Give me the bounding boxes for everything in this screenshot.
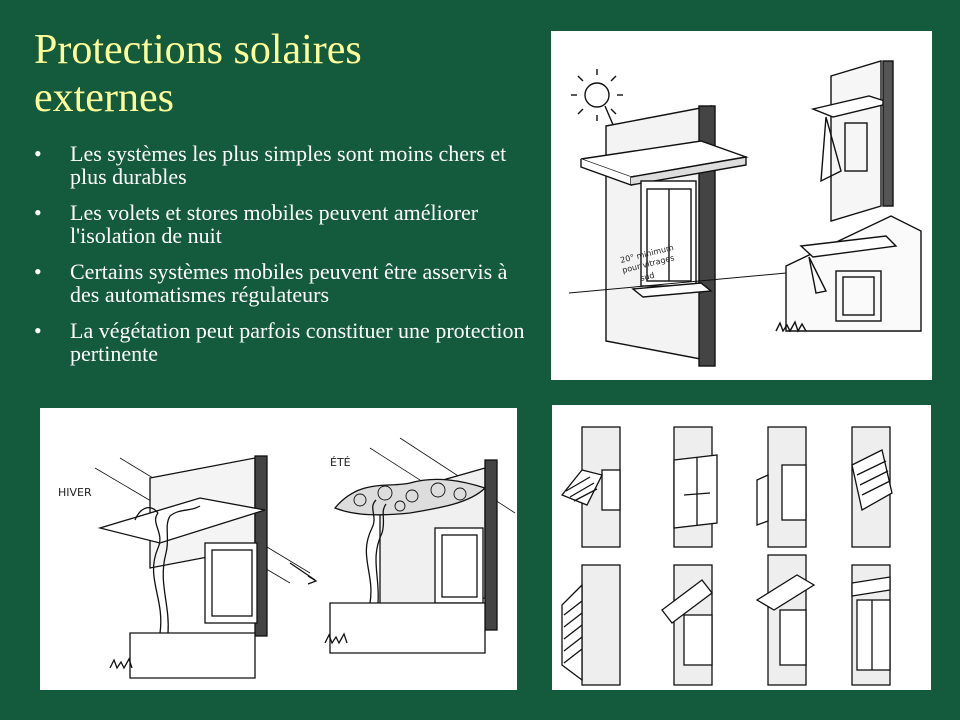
device-projecting-canopy	[755, 554, 816, 686]
bullet-text: Certains systèmes mobiles peuvent être a…	[70, 259, 508, 307]
vegetation-sketch-panel: HIVER ÉTÉ	[40, 408, 517, 690]
overhang-sketch: 20° minimum pour vitrages sud	[568, 60, 922, 367]
slide-title: Protections solaires externes	[34, 26, 534, 122]
bullet-text: Les volets et stores mobiles peuvent amé…	[70, 200, 479, 248]
bullet-marker: •	[34, 141, 42, 166]
bullet-item: • La végétation peut parfois constituer u…	[34, 319, 539, 365]
sun-icon	[571, 69, 623, 121]
device-tilted-awning	[851, 426, 893, 548]
device-pivot-panel	[661, 564, 713, 686]
bullet-list: • Les systèmes les plus simples sont moin…	[34, 142, 539, 378]
mobile-devices-sketch-panel	[552, 405, 931, 690]
device-awning-1	[560, 426, 621, 548]
device-hinged-shutter	[756, 426, 807, 548]
bullet-text: Les systèmes les plus simples sont moins…	[70, 141, 507, 189]
winter-label: HIVER	[58, 486, 92, 499]
angle-note-3: sud	[639, 271, 655, 283]
overhang-sketch-panel: 20° minimum pour vitrages sud	[551, 31, 932, 380]
title-line-2: externes	[34, 75, 174, 121]
title-line-1: Protections solaires	[34, 27, 362, 73]
bullet-text: La végétation peut parfois constituer un…	[70, 318, 525, 366]
device-roller-shutter	[851, 564, 891, 686]
mobile-devices-sketch	[560, 426, 893, 686]
device-sliding-shutter	[673, 426, 718, 548]
bullet-marker: •	[34, 259, 42, 284]
bullet-item: • Les systèmes les plus simples sont moin…	[34, 142, 539, 188]
device-slatted-blind	[561, 564, 621, 686]
bullet-item: • Les volets et stores mobiles peuvent am…	[34, 201, 539, 247]
summer-label: ÉTÉ	[330, 456, 351, 469]
bullet-marker: •	[34, 200, 42, 225]
vegetation-sketch: HIVER ÉTÉ	[58, 437, 516, 679]
bullet-item: • Certains systèmes mobiles peuvent être …	[34, 260, 539, 306]
bullet-marker: •	[34, 318, 42, 343]
